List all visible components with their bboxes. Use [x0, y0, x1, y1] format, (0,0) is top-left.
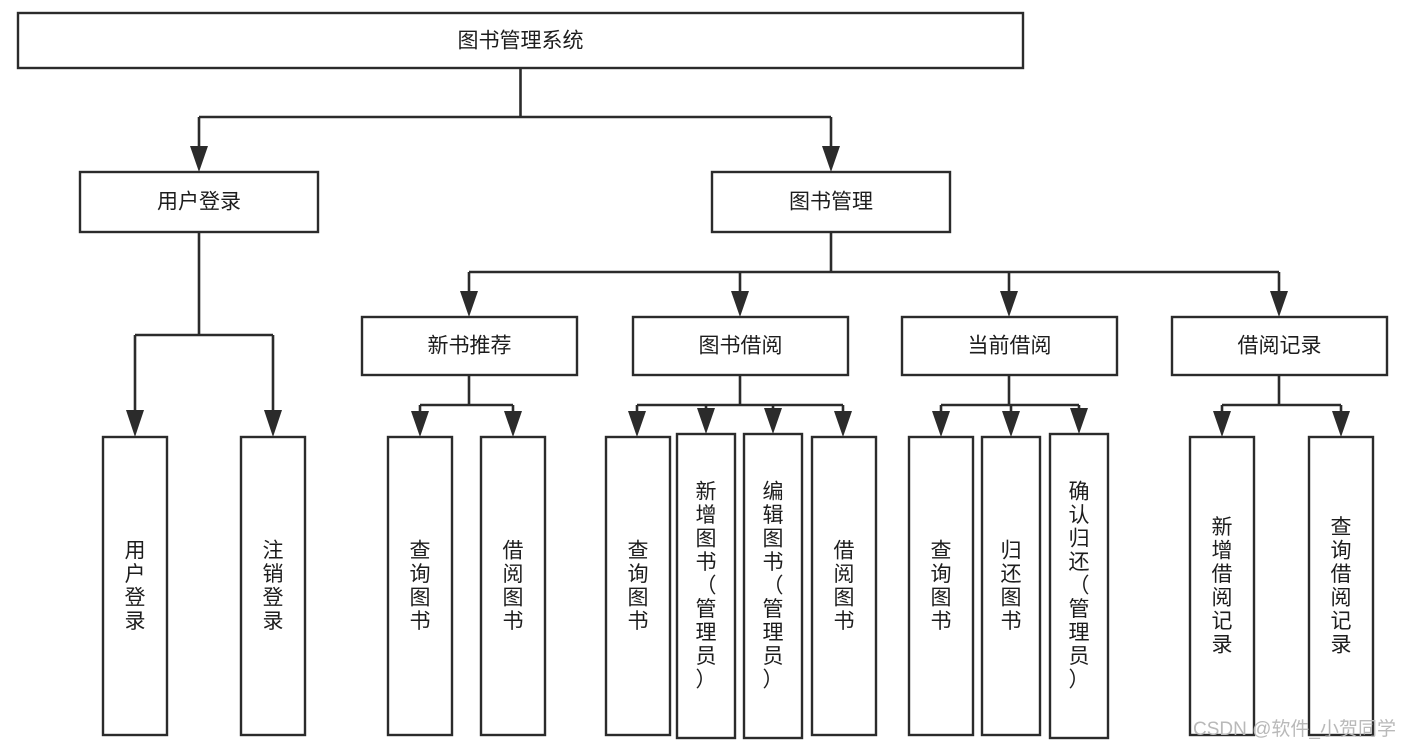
arrow-head-leaf-borrow-book-1	[504, 411, 522, 437]
node-root[interactable]: 图书管理系统	[16, 11, 1025, 70]
arrow-head-leaf-logout	[264, 410, 282, 437]
leaf-logout-box[interactable]	[239, 435, 307, 737]
watermark-label: CSDN @软件_小贺同学	[1193, 718, 1396, 740]
node-current-borrow-label: 当前借阅	[968, 335, 1052, 358]
leaf-query-record-box[interactable]	[1307, 435, 1375, 737]
arrow-head-user-login	[190, 146, 208, 172]
arrow-head-leaf-borrow-book-2	[834, 411, 852, 437]
leaf-user-login[interactable]: 用户登录	[101, 435, 169, 737]
node-borrow-record-box[interactable]	[1170, 315, 1389, 377]
leaf-borrow-book-1[interactable]: 借阅图书	[479, 435, 547, 737]
leaf-return-book-label: 归还图书	[1001, 539, 1022, 633]
node-book-mgmt-box[interactable]	[710, 170, 952, 234]
leaf-borrow-book-1-box[interactable]	[479, 435, 547, 737]
leaf-query-book-3[interactable]: 查询图书	[907, 435, 975, 737]
leaf-query-book-2-label: 查询图书	[628, 539, 649, 633]
leaf-query-record-label: 查询借阅记录	[1331, 516, 1352, 657]
leaf-add-record-box[interactable]	[1188, 435, 1256, 737]
connector-layer	[126, 68, 1350, 437]
node-current-borrow[interactable]: 当前借阅	[900, 315, 1119, 377]
node-user-login[interactable]: 用户登录	[78, 170, 320, 234]
leaf-confirm-return-label: 确认归还（管理员）	[1069, 481, 1090, 692]
leaf-add-book-box[interactable]	[675, 432, 737, 740]
arrow-head-leaf-edit-book	[764, 408, 782, 434]
node-root-label: 图书管理系统	[458, 30, 584, 53]
arrow-head-leaf-query-book-1	[411, 411, 429, 437]
leaf-return-book[interactable]: 归还图书	[980, 435, 1042, 737]
leaf-query-book-1-box[interactable]	[386, 435, 454, 737]
leaf-logout[interactable]: 注销登录	[239, 435, 307, 737]
node-book-mgmt[interactable]: 图书管理	[710, 170, 952, 234]
leaf-query-record[interactable]: 查询借阅记录	[1307, 435, 1375, 737]
node-user-login-label: 用户登录	[157, 191, 241, 214]
leaf-confirm-return[interactable]: 确认归还（管理员）	[1048, 432, 1110, 740]
leaf-edit-book-label: 编辑图书（管理员）	[763, 481, 784, 692]
node-root-box[interactable]	[16, 11, 1025, 70]
leaf-user-login-box[interactable]	[101, 435, 169, 737]
leaf-borrow-book-2[interactable]: 借阅图书	[810, 435, 878, 737]
leaf-query-book-1-label: 查询图书	[410, 539, 431, 633]
leaf-node-layer: 用户登录 注销登录 查询图书 借阅图书 查询图书 新增图书（管理员） 编辑图书（管理员） 借阅…	[101, 432, 1375, 740]
leaf-borrow-book-2-box[interactable]	[810, 435, 878, 737]
node-borrow-record[interactable]: 借阅记录	[1170, 315, 1389, 377]
leaf-add-book-label: 新增图书（管理员）	[696, 481, 717, 692]
arrow-head-borrow-record	[1270, 291, 1288, 317]
leaf-query-book-2[interactable]: 查询图书	[604, 435, 672, 737]
leaf-query-book-3-label: 查询图书	[931, 539, 952, 633]
arrow-head-current-borrow	[1000, 291, 1018, 317]
arrow-head-new-book-rec	[460, 291, 478, 317]
leaf-edit-book[interactable]: 编辑图书（管理员）	[742, 432, 804, 740]
leaf-query-book-3-box[interactable]	[907, 435, 975, 737]
node-new-book-rec[interactable]: 新书推荐	[360, 315, 579, 377]
node-book-borrow-label: 图书借阅	[699, 335, 783, 358]
leaf-add-record-label: 新增借阅记录	[1212, 516, 1233, 657]
leaf-add-record[interactable]: 新增借阅记录	[1188, 435, 1256, 737]
node-book-mgmt-label: 图书管理	[789, 191, 873, 214]
arrow-head-book-mgmt	[822, 146, 840, 172]
leaf-borrow-book-2-label: 借阅图书	[834, 539, 855, 633]
leaf-return-book-box[interactable]	[980, 435, 1042, 737]
node-user-login-box[interactable]	[78, 170, 320, 234]
node-book-borrow[interactable]: 图书借阅	[631, 315, 850, 377]
arrow-head-leaf-add-record	[1213, 411, 1231, 437]
node-borrow-record-label: 借阅记录	[1238, 335, 1322, 358]
node-current-borrow-box[interactable]	[900, 315, 1119, 377]
leaf-edit-book-box[interactable]	[742, 432, 804, 740]
leaf-logout-label: 注销登录	[263, 539, 284, 633]
leaf-confirm-return-box[interactable]	[1048, 432, 1110, 740]
arrow-head-leaf-confirm-return	[1070, 408, 1088, 434]
arrow-head-leaf-query-record	[1332, 411, 1350, 437]
leaf-borrow-book-1-label: 借阅图书	[503, 539, 524, 633]
leaf-query-book-1[interactable]: 查询图书	[386, 435, 454, 737]
arrow-head-leaf-add-book	[697, 408, 715, 434]
leaf-user-login-label: 用户登录	[125, 539, 146, 633]
arrow-head-leaf-query-book-2	[628, 411, 646, 437]
node-book-borrow-box[interactable]	[631, 315, 850, 377]
arrow-head-leaf-user-login	[126, 410, 144, 437]
leaf-query-book-2-box[interactable]	[604, 435, 672, 737]
arrow-head-leaf-return-book	[1002, 411, 1020, 437]
node-new-book-rec-box[interactable]	[360, 315, 579, 377]
node-new-book-rec-label: 新书推荐	[428, 335, 512, 358]
arrow-head-leaf-query-book-3	[932, 411, 950, 437]
leaf-add-book[interactable]: 新增图书（管理员）	[675, 432, 737, 740]
arrow-head-book-borrow	[731, 291, 749, 317]
